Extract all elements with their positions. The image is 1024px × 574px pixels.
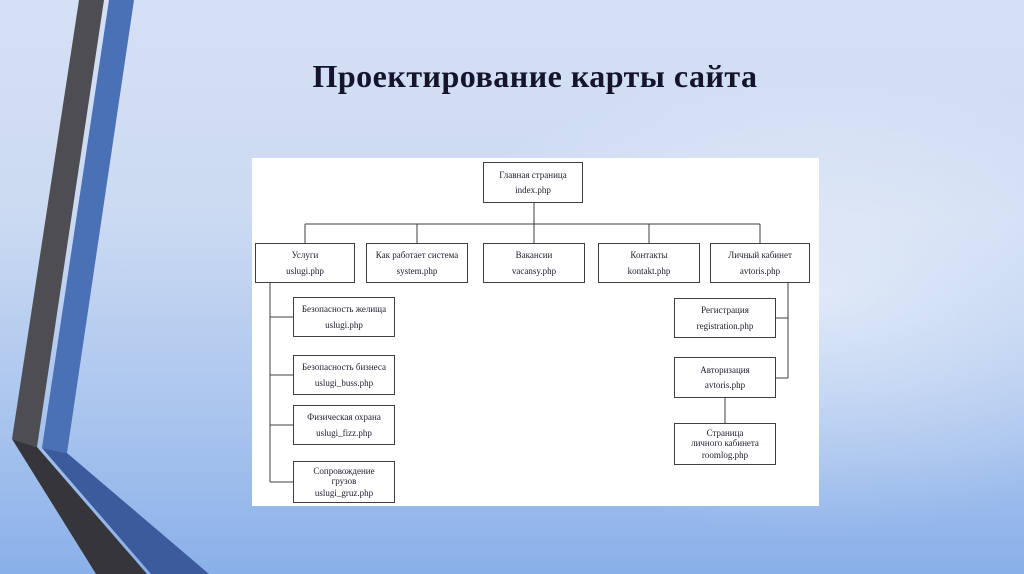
node-file: uslugi_buss.php [314, 377, 374, 388]
node-label: Регистрация [701, 305, 749, 316]
node-registratsiya: Регистрация registration.php [674, 298, 776, 338]
node-label: Как работает система [375, 250, 459, 261]
sitemap-panel: Главная страница index.php Услуги uslugi… [252, 158, 819, 506]
node-file: avtoris.php [739, 265, 781, 276]
node-label: Физическая охрана [307, 412, 381, 423]
node-file: uslugi.php [325, 319, 363, 330]
slide-title: Проектирование карты сайта [312, 58, 758, 94]
node-file: uslugi_fizz.php [316, 427, 372, 438]
node-file: registration.php [696, 320, 754, 331]
ribbon-gray-upper [12, 0, 104, 447]
node-bezopasnost-biznesa: Безопасность бизнеса uslugi_buss.php [293, 355, 395, 395]
node-lichnyy-kabinet: Личный кабинет avtoris.php [710, 243, 810, 283]
node-vakansii: Вакансии vacansy.php [483, 243, 585, 283]
node-kak-rabotaet-sistema: Как работает система system.php [366, 243, 468, 283]
node-fizicheskaya-okhrana: Физическая охрана uslugi_fizz.php [293, 405, 395, 445]
node-file: uslugi.php [286, 265, 324, 276]
node-label: Страница личного кабинета [691, 427, 759, 448]
node-glavnaya-stranitsa: Главная страница index.php [483, 162, 583, 203]
ribbon-blue-upper [42, 0, 134, 453]
node-label: Безопасность бизнеса [302, 362, 386, 373]
node-label: Личный кабинет [728, 250, 792, 261]
node-file: kontakt.php [627, 265, 671, 276]
node-label: Контакты [630, 250, 668, 261]
node-kontakty: Контакты kontakt.php [598, 243, 700, 283]
node-soprovozhdenie-gruzov: Сопровождение грузов uslugi_gruz.php [293, 461, 395, 503]
connector-lines [269, 203, 789, 483]
node-file: system.php [396, 265, 438, 276]
node-stranitsa-lichnogo-kabineta: Страница личного кабинета roomlog.php [674, 423, 776, 465]
node-label: Безопасность желища [301, 304, 387, 315]
ribbon-blue-lower [42, 448, 209, 574]
node-avtorizatsiya: Авторизация avtoris.php [674, 357, 776, 398]
node-label: Сопровождение грузов [313, 465, 375, 486]
node-file: uslugi_gruz.php [314, 488, 374, 499]
ribbon-gray-lower [12, 439, 147, 574]
node-file: avtoris.php [704, 380, 746, 391]
node-file: roomlog.php [701, 450, 749, 461]
node-uslugi: Услуги uslugi.php [255, 243, 355, 283]
node-file: vacansy.php [511, 265, 557, 276]
node-label: Главная страница [499, 169, 567, 180]
node-file: index.php [515, 185, 551, 196]
node-label: Вакансии [515, 250, 553, 261]
node-bezopasnost-zhelishcha: Безопасность желища uslugi.php [293, 297, 395, 337]
node-label: Авторизация [700, 364, 750, 375]
node-label: Услуги [291, 250, 319, 261]
